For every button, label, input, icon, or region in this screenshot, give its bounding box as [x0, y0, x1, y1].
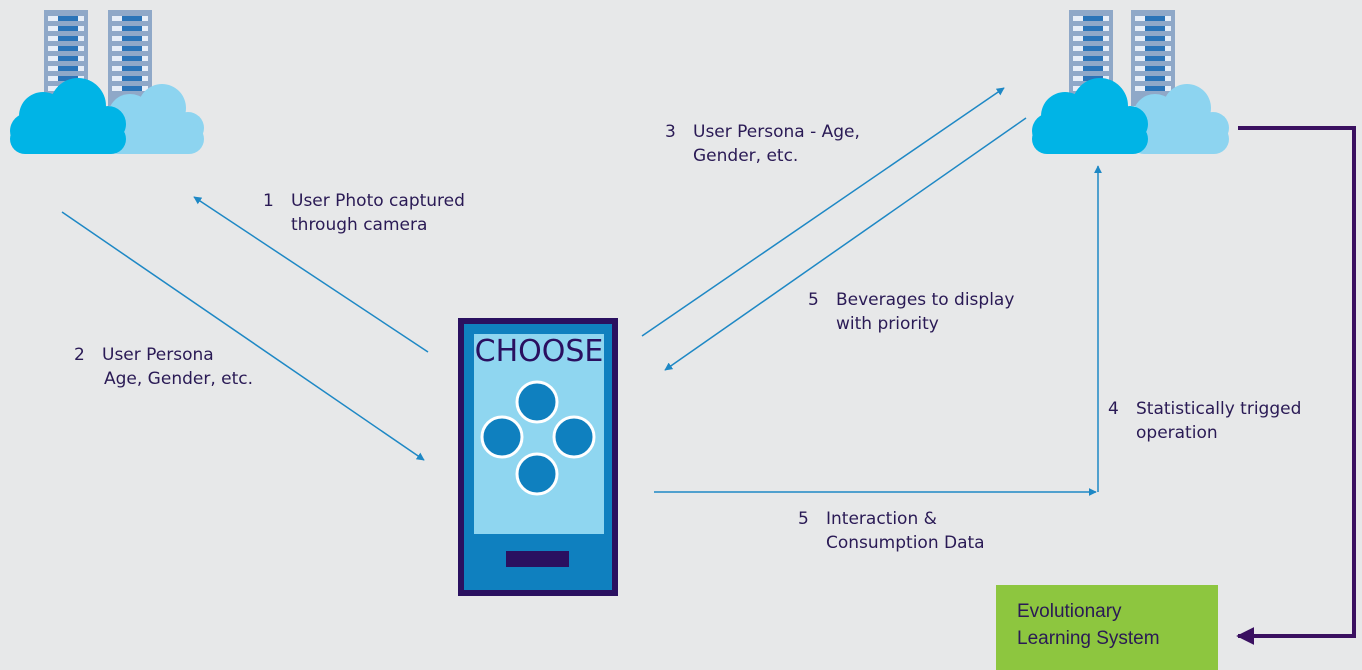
- arrow-step1: [193, 196, 429, 353]
- feedback-arrow: [1236, 126, 1356, 645]
- learning-system-line2: Learning System: [1017, 628, 1160, 649]
- arrow-step3: [641, 87, 1005, 337]
- arrow-step2: [61, 211, 425, 461]
- vending-machine-icon: [458, 318, 618, 596]
- cloud-icon: [1032, 78, 1148, 154]
- learning-system-line1: Evolutionary: [1017, 601, 1122, 622]
- right-cloud-server-icon: [1032, 10, 1229, 154]
- screen-title: CHOOSE: [474, 334, 604, 369]
- server-rack-icon: [1131, 10, 1175, 106]
- left-cloud-server-icon: [10, 10, 204, 154]
- learning-system-box: Evolutionary Learning System: [996, 585, 1218, 670]
- arrow-step5-display: [664, 117, 1027, 371]
